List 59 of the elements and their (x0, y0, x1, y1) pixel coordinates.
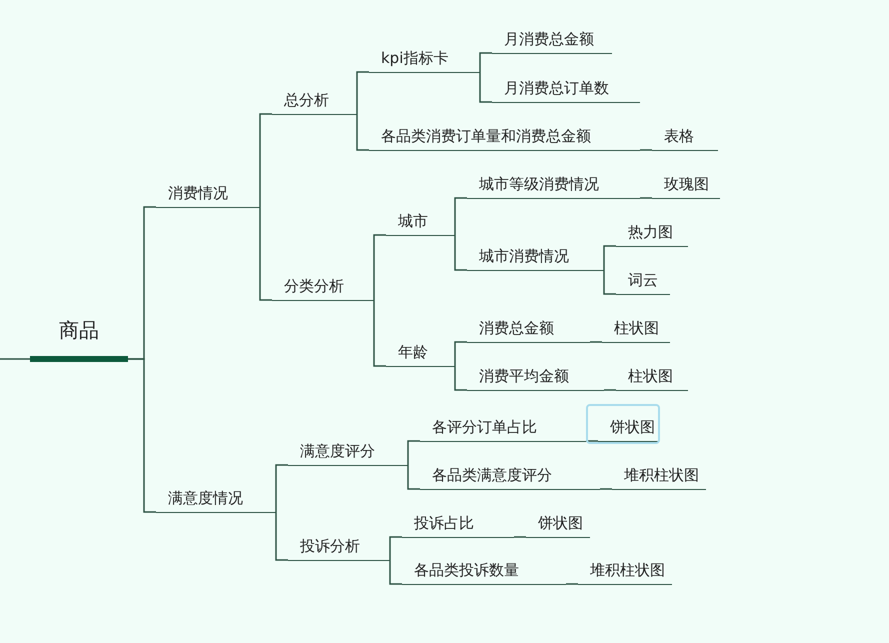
topic-label: 堆积柱状图 (590, 561, 665, 579)
branch-line (389, 536, 402, 561)
topic-label: 月消费总订单数 (504, 79, 609, 97)
topic-label: 投诉分析 (300, 537, 360, 555)
branch-line (259, 206, 272, 301)
topic-label: 年龄 (398, 343, 428, 361)
topic-label: 消费平均金额 (479, 367, 569, 385)
branch-line (603, 389, 616, 391)
topic-label: 消费总金额 (479, 319, 554, 337)
branch-line (603, 245, 616, 271)
branch-line (565, 583, 578, 585)
topic-label: 堆积柱状图 (624, 466, 699, 484)
branch-line (373, 234, 386, 301)
topic-label: kpi指标卡 (381, 49, 448, 67)
branch-line (589, 341, 602, 343)
branch-line (479, 71, 492, 103)
branch-line (275, 511, 288, 561)
topic-label: 各品类满意度评分 (432, 466, 552, 484)
topic-label: 表格 (664, 127, 694, 145)
topic-label: 各品类消费订单量和消费总金额 (381, 127, 591, 145)
topic-label: 热力图 (628, 223, 673, 241)
topic-label: 各评分订单占比 (432, 418, 537, 436)
branch-line (639, 197, 652, 199)
topic-label: 商品 (58, 318, 100, 342)
topic-label: 城市 (398, 212, 428, 230)
branch-line (407, 440, 420, 466)
topic-label: 投诉占比 (414, 514, 474, 532)
branch-line (454, 341, 467, 367)
branch-line (128, 358, 156, 513)
branch-line (454, 365, 467, 391)
topic-label: 饼状图 (538, 514, 583, 532)
branch-line (454, 234, 467, 271)
topic-label: 玫瑰图 (664, 175, 709, 193)
branch-line (275, 464, 288, 513)
topic-label: 城市消费情况 (479, 247, 569, 265)
topic-label: 消费情况 (168, 184, 228, 202)
topic-label: 月消费总金额 (504, 30, 594, 48)
topic-label: 满意度情况 (168, 489, 243, 507)
branch-line (407, 464, 420, 490)
topic-label: 总分析 (284, 91, 329, 109)
branch-line (479, 52, 492, 73)
topic-label: 饼状图 (610, 418, 655, 436)
topic-label: 分类分析 (284, 277, 344, 295)
topic-label: 城市等级消费情况 (479, 175, 599, 193)
topic-label: 满意度评分 (300, 442, 375, 460)
topic-label: 柱状图 (628, 367, 673, 385)
branch-line (356, 71, 369, 115)
branch-line (603, 269, 616, 295)
topic-label: 柱状图 (614, 319, 659, 337)
branch-line (356, 113, 369, 151)
branch-line (599, 488, 612, 490)
branch-line (373, 299, 386, 367)
branch-line (513, 536, 526, 538)
topic-label: 词云 (628, 271, 658, 289)
branch-line (454, 197, 467, 236)
branch-line (389, 559, 402, 585)
topic-label: 各品类投诉数量 (414, 561, 519, 579)
branch-line (259, 113, 272, 208)
branch-line (639, 149, 652, 151)
